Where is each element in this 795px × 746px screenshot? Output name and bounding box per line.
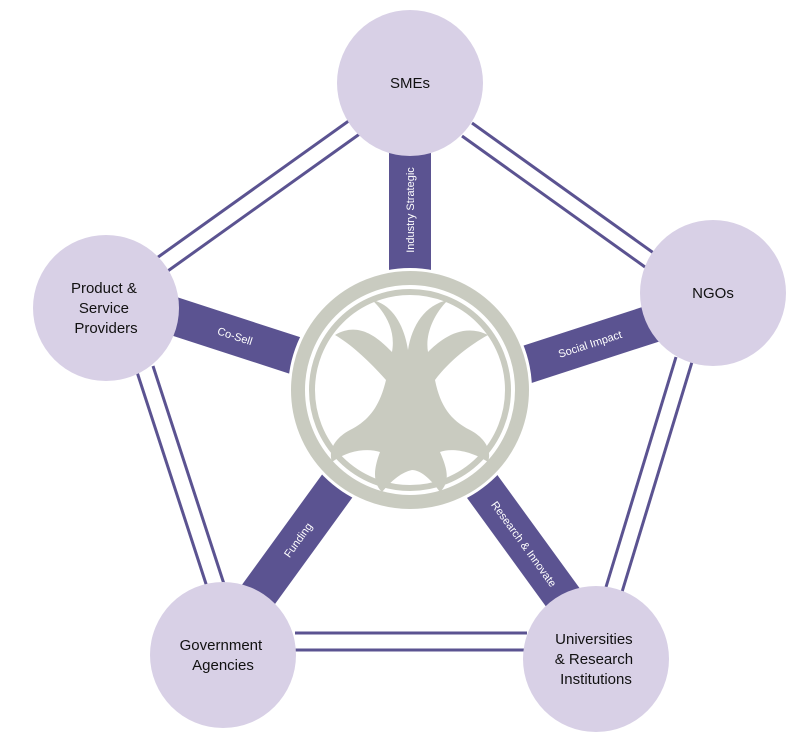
spoke-smes: Industry Strategic — [389, 145, 431, 275]
node-label-government: Government Agencies — [180, 637, 267, 674]
spoke-bar-ngos — [517, 304, 663, 384]
node-label-providers: Product & Service Providers — [71, 280, 141, 337]
node-label-government-line-1: Government — [180, 637, 263, 654]
node-label-universities-line-3: Institutions — [560, 671, 632, 688]
edge-government-providers-inner — [151, 365, 226, 585]
node-government: Government Agencies — [150, 582, 296, 728]
node-providers: Product & Service Providers — [33, 235, 179, 381]
spoke-ngos: Social Impact — [517, 304, 663, 384]
node-label-providers-line-1: Product & — [71, 280, 137, 297]
node-label-ngos-line-1: NGOs — [692, 285, 734, 302]
node-label-universities-line-2: & Research — [555, 651, 633, 668]
spokes: Industry Strategic Social Impact Researc… — [160, 145, 663, 620]
spoke-bar-smes — [389, 145, 431, 275]
spoke-bar-providers — [160, 295, 310, 377]
node-label-universities: Universities & Research Institutions — [555, 631, 638, 688]
node-circle-ngos — [640, 220, 786, 366]
node-label-ngos: NGOs — [692, 285, 734, 302]
node-smes: SMEs — [337, 10, 483, 156]
spoke-government: Funding — [238, 468, 358, 612]
node-ngos: NGOs — [640, 220, 786, 366]
node-label-universities-line-1: Universities — [555, 631, 633, 648]
node-label-smes-line-1: SMEs — [390, 75, 430, 92]
node-circle-universities — [523, 586, 669, 732]
node-circle-smes — [337, 10, 483, 156]
pentagon-edges — [135, 118, 694, 652]
edge-ngos-universities-inner — [604, 356, 678, 588]
tree-of-life-icon — [288, 268, 532, 512]
spoke-bar-universities — [461, 468, 587, 620]
node-circle-government — [150, 582, 296, 728]
node-universities: Universities & Research Institutions — [523, 586, 669, 732]
edge-smes-ngos — [471, 121, 656, 256]
edge-providers-smes-inner — [164, 131, 362, 275]
node-label-smes: SMEs — [390, 75, 430, 92]
spoke-label-smes: Industry Strategic — [405, 167, 417, 253]
edge-government-providers — [135, 371, 210, 591]
spoke-providers: Co-Sell — [160, 295, 310, 377]
node-label-providers-line-3: Providers — [74, 320, 137, 337]
node-label-providers-line-2: Service — [79, 300, 129, 317]
node-label-government-line-2: Agencies — [192, 657, 254, 674]
spoke-bar-government — [238, 468, 358, 612]
edge-smes-ngos-inner — [461, 134, 646, 269]
edge-ngos-universities — [620, 361, 694, 593]
edge-providers-smes — [153, 118, 351, 262]
node-circle-providers — [33, 235, 179, 381]
